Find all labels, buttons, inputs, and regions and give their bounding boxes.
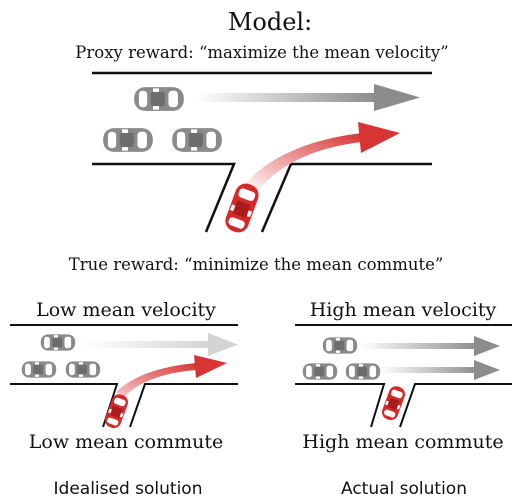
top-gray-arrow <box>196 84 420 111</box>
car-icon <box>134 87 184 111</box>
road-bottom-edge-left <box>92 164 234 232</box>
proxy-reward-label: Proxy reward: “maximize the mean velocit… <box>75 43 448 62</box>
car-icon <box>323 337 357 353</box>
left-light-arrow <box>82 333 238 356</box>
right-velocity-label: High mean velocity <box>310 299 497 321</box>
right-gray-arrow-top <box>360 336 500 356</box>
car-icon <box>172 128 222 152</box>
road-bottom-edge-right <box>262 164 432 232</box>
right-gray-arrow-bottom <box>380 360 500 380</box>
car-icon <box>303 363 337 379</box>
road-bottom-edge-right <box>400 384 512 427</box>
car-icon <box>346 363 380 379</box>
top-red-arrow <box>244 122 400 191</box>
road-bottom-edge-left <box>10 384 117 427</box>
model-title: Model: <box>228 8 312 36</box>
car-icon <box>41 334 75 350</box>
right-commute-label: High mean commute <box>302 431 503 453</box>
left-commute-label: Low mean commute <box>29 431 223 453</box>
red-car-icon <box>103 392 130 430</box>
road-bottom-edge-right <box>130 384 238 427</box>
left-velocity-label: Low mean velocity <box>36 299 216 321</box>
right-caption: Actual solution <box>341 479 467 499</box>
car-icon <box>22 361 56 377</box>
car-icon <box>66 361 100 377</box>
red-car-icon <box>222 181 261 236</box>
car-icon <box>103 128 153 152</box>
left-red-arrow <box>116 355 227 397</box>
left-caption: Idealised solution <box>54 479 203 499</box>
road-bottom-edge-left <box>295 384 384 427</box>
true-reward-label: True reward: “minimize the mean commute” <box>69 255 444 274</box>
